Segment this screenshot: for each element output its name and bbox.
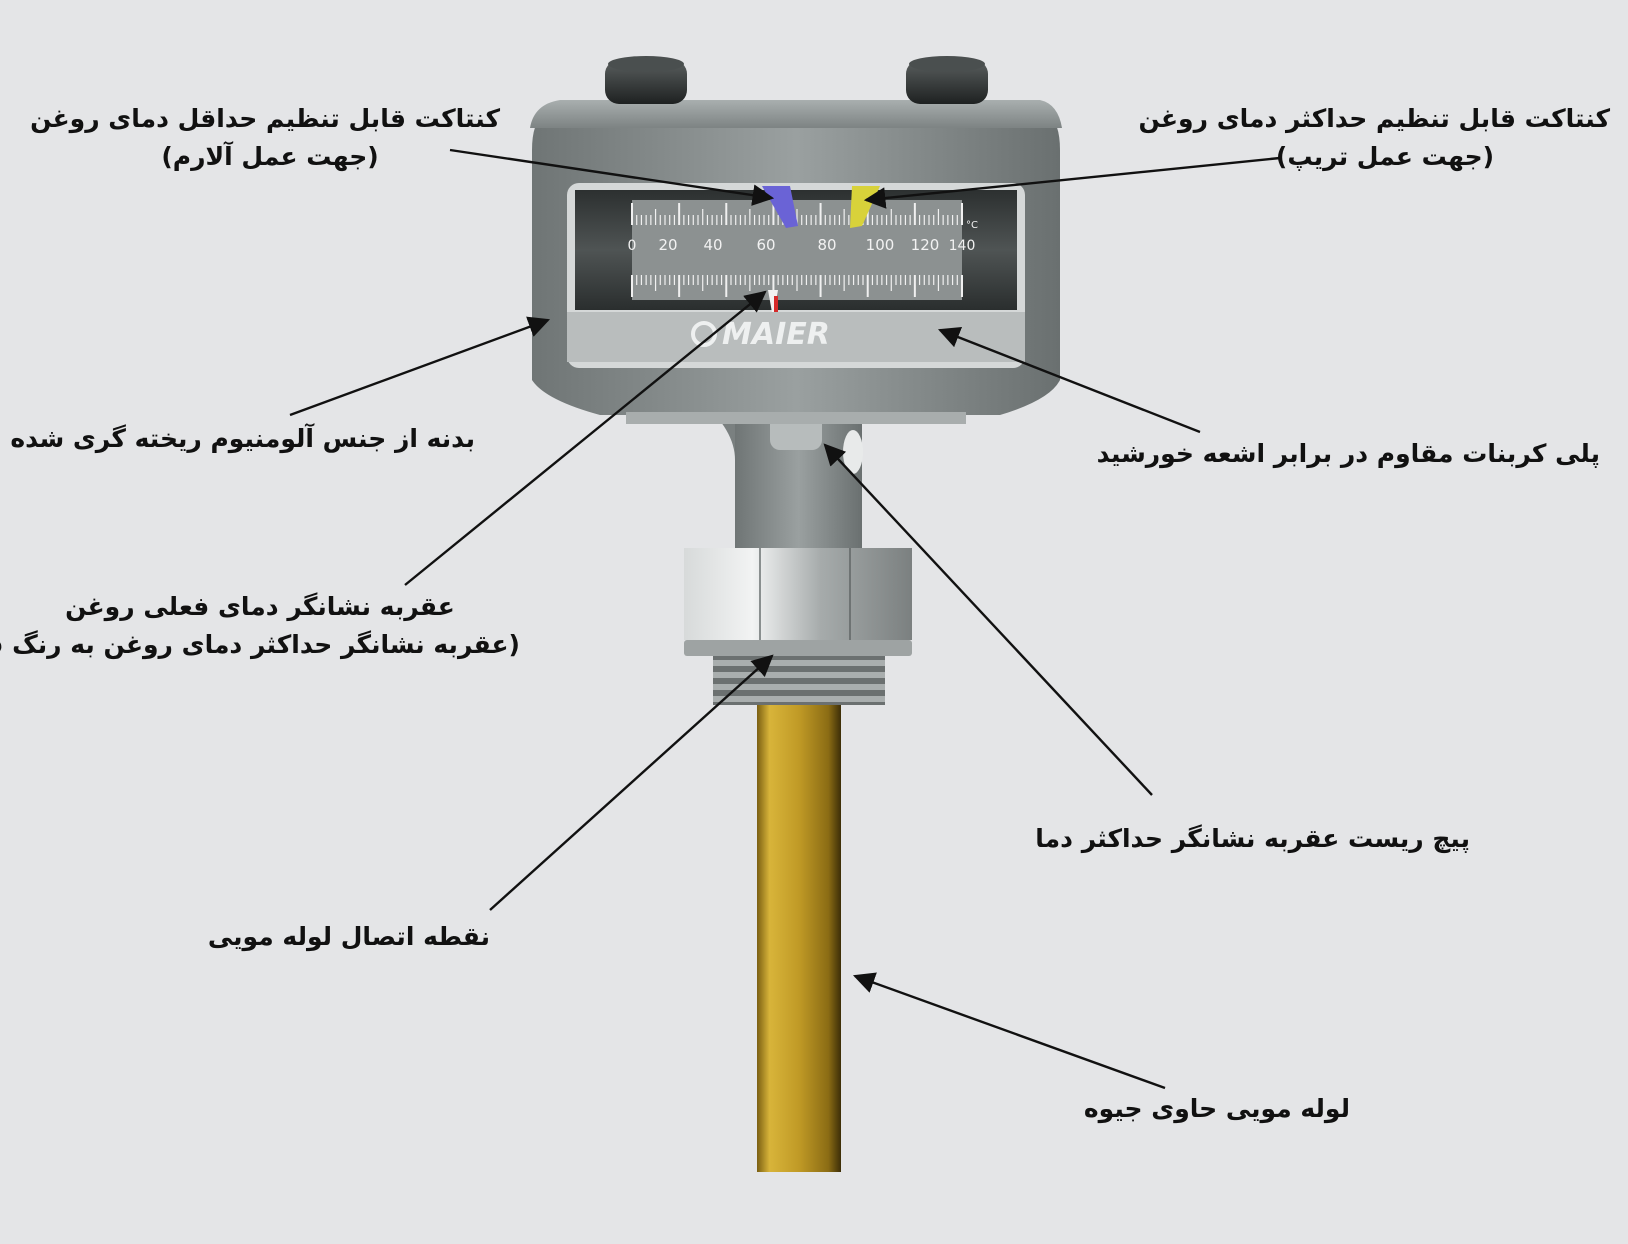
label-max-contact: کنتاکت قابل تنظیم حداکثر دمای روغن (جهت … [1138, 100, 1610, 176]
scale-ticks [631, 203, 963, 297]
label-polycarbonate-line1: پلی کربنات مقاوم در برابر اشعه خورشید [1096, 439, 1600, 468]
scale-label-100: 100 [866, 236, 895, 254]
callout-min-contact [449, 148, 775, 206]
top-knobs [605, 56, 988, 104]
hex-nut [684, 548, 912, 640]
mercury-tube [757, 700, 841, 1172]
scale-label-140: 140 [949, 238, 976, 254]
label-mercury-tube-line1: لوله مویی حاوی جیوه [1083, 1094, 1350, 1123]
label-min-contact-line1: کنتاکت قابل تنظیم حداقل دمای روغن [30, 104, 500, 133]
scale-label-80: 80 [817, 236, 836, 254]
label-capillary-joint-line1: نقطه اتصال لوله مویی [207, 922, 490, 951]
label-body: بدنه از جنس آلومنیوم ریخته گری شده [10, 420, 475, 458]
label-min-contact: کنتاکت قابل تنظیم حداقل دمای روغن (جهت ع… [30, 100, 500, 176]
callout-capillary-joint [489, 654, 774, 911]
label-reset-screw: پیچ ریست عقربه نشانگر حداکثر دما [1035, 820, 1470, 858]
callout-lines [289, 148, 1281, 1090]
callout-body [289, 316, 551, 417]
label-polycarbonate: پلی کربنات مقاوم در برابر اشعه خورشید [1096, 435, 1600, 473]
scale-label-20: 20 [658, 236, 677, 254]
scale-label-60: 60 [756, 236, 775, 254]
callout-pointer [404, 290, 767, 586]
label-pointer: عقربه نشانگر دمای فعلی روغن (عقربه نشانگ… [0, 588, 520, 664]
scale-unit: °C [966, 220, 978, 231]
label-max-contact-line2: (جهت عمل تریپ) [1275, 142, 1495, 171]
brand-name: MAIER [722, 317, 830, 352]
callout-reset-screw [823, 443, 1153, 796]
label-pointer-line1: عقربه نشانگر دمای فعلی روغن [65, 592, 455, 621]
scale-label-0: 0 [628, 238, 637, 254]
label-min-contact-line2: (جهت عمل آلارم) [161, 142, 379, 171]
label-body-line1: بدنه از جنس آلومنیوم ریخته گری شده [10, 424, 475, 453]
label-max-contact-line1: کنتاکت قابل تنظیم حداکثر دمای روغن [1138, 104, 1610, 133]
label-reset-screw-line1: پیچ ریست عقربه نشانگر حداکثر دما [1035, 824, 1470, 853]
max-pointer-red [774, 296, 778, 314]
thread-section [684, 640, 912, 705]
label-capillary-joint: نقطه اتصال لوله مویی [200, 918, 490, 956]
scale-numbers: 0 20 40 60 80 100 120 140 °C [628, 220, 978, 254]
label-pointer-line2: (عقربه نشانگر حداکثر دمای روغن به رنگ قر… [0, 630, 520, 659]
callout-max-contact [863, 156, 1281, 209]
label-mercury-tube: لوله مویی حاوی جیوه [1083, 1090, 1350, 1128]
scale-label-120: 120 [911, 236, 940, 254]
callout-polycarbonate [937, 327, 1201, 434]
callout-mercury-tube [852, 972, 1166, 1090]
scale-label-40: 40 [703, 236, 722, 254]
